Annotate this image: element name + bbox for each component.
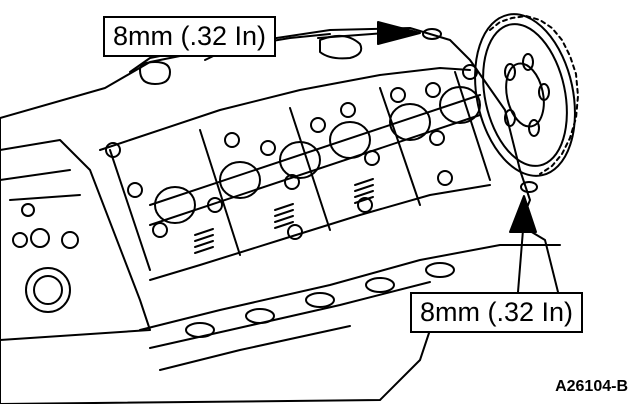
cam-sprocket [474,13,579,177]
housing-panel [109,71,491,271]
top-pointer [317,21,421,45]
cylinder-head-outline [0,27,561,404]
dowel-ring-top [422,28,442,40]
flange-holes [185,262,455,338]
figure-code: A26104-B [555,378,628,395]
valve-cover-rail-left [99,67,471,151]
cam-lobes [154,86,481,224]
top-measurement-callout: 8mm (.32 In) [103,16,277,57]
oil-port [139,61,171,85]
camshaft [149,94,481,226]
cap-bolts [105,64,478,240]
valve-cover-rail-right [149,184,491,281]
bottom-pointer [509,195,537,293]
head-gasket-face [139,244,561,371]
valve-springs [194,178,374,254]
bottom-measurement-callout: 8mm (.32 In) [410,292,584,333]
block-side [0,139,151,341]
lifting-eye [319,34,363,60]
side-bores [12,203,79,313]
dowel-ring-bottom [520,181,538,193]
